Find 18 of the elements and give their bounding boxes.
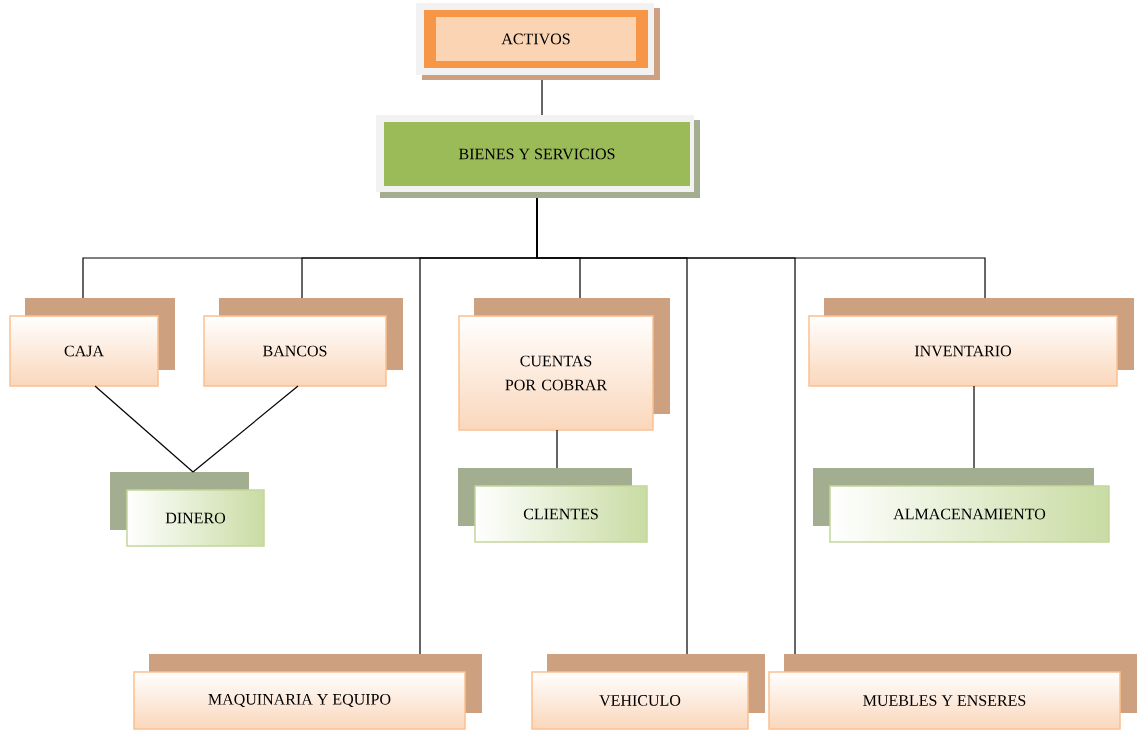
- category-box: BIENES Y SERVICIOS: [376, 115, 700, 198]
- detail-box: DINERO: [110, 472, 265, 547]
- account-box: MAQUINARIA Y EQUIPO: [133, 654, 482, 730]
- account-box: INVENTARIO: [808, 298, 1134, 387]
- connector-line: [556, 429, 558, 469]
- connector-line: [541, 79, 543, 116]
- title-box: ACTIVOS: [416, 3, 660, 80]
- account-box: MUEBLES Y ENSERES: [768, 654, 1137, 730]
- detail-box: CLIENTES: [458, 468, 648, 543]
- account-box: VEHICULO: [531, 654, 765, 730]
- detail-box: ALMACENAMIENTO: [813, 468, 1110, 543]
- account-box: BANCOS: [203, 298, 403, 387]
- account-box: CUENTAS POR COBRAR: [458, 298, 670, 431]
- account-box: CAJA: [9, 298, 175, 387]
- connector-line: [192, 385, 299, 473]
- connector-line: [973, 385, 975, 469]
- connector-line: [94, 385, 194, 473]
- connector-line: [536, 197, 986, 299]
